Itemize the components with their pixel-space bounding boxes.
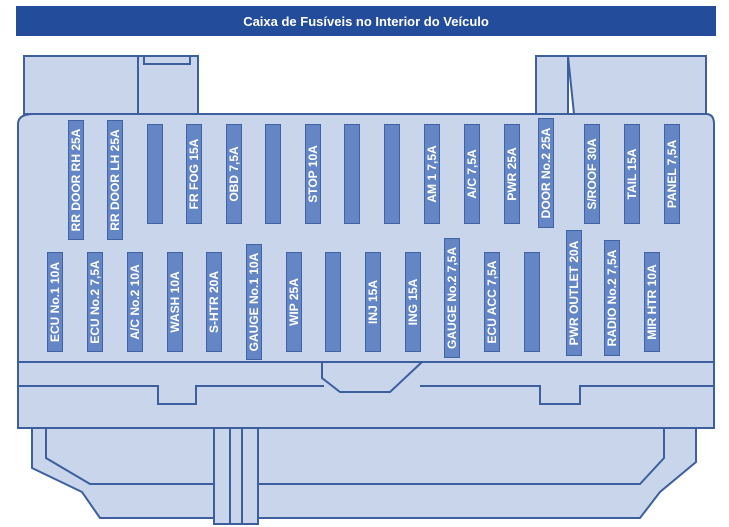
fuse-label: MIR HTR 10A bbox=[645, 264, 659, 340]
housing-bottom-connector bbox=[31, 427, 697, 519]
fuse-label: RADIO No.2 7,5A bbox=[605, 249, 619, 347]
housing-lower-ledge bbox=[18, 385, 714, 405]
fuse-label: TAIL 15A bbox=[625, 148, 639, 200]
fuse-label: ECU No.2 7,5A bbox=[88, 260, 102, 344]
fuse: S/ROOF 30A bbox=[584, 124, 600, 224]
fuse: ECU No.2 7,5A bbox=[87, 252, 103, 352]
spare-fuse-slot bbox=[147, 124, 163, 224]
housing-latch bbox=[213, 427, 259, 525]
fuse: PWR OUTLET 20A bbox=[566, 230, 582, 356]
housing-lower-rail bbox=[17, 361, 715, 429]
fuse-label: S-HTR 20A bbox=[207, 270, 221, 334]
fuse: A/C No.2 10A bbox=[127, 252, 143, 352]
fuse: WIP 25A bbox=[286, 252, 302, 352]
housing-center-cutout bbox=[321, 361, 423, 393]
fuse: WASH 10A bbox=[167, 252, 183, 352]
fuse-label: PWR 25A bbox=[505, 147, 519, 201]
housing-top-clip-notch bbox=[143, 55, 191, 65]
fuse-label: RR DOOR LH 25A bbox=[108, 129, 122, 231]
fuse-label: A/C 7,5A bbox=[465, 149, 479, 199]
fuse: GAUGE No.2 7,5A bbox=[444, 238, 460, 358]
fuse-label: S/ROOF 30A bbox=[585, 138, 599, 210]
fuse-label: RR DOOR RH 25A bbox=[69, 128, 83, 232]
fuse: TAIL 15A bbox=[624, 124, 640, 224]
fuse: AM 1 7,5A bbox=[424, 124, 440, 224]
spare-fuse-slot bbox=[384, 124, 400, 224]
fuse: ING 15A bbox=[405, 252, 421, 352]
fuse: RR DOOR LH 25A bbox=[107, 120, 123, 240]
fuse: FR FOG 15A bbox=[186, 124, 202, 224]
fuse: DOOR No.2 25A bbox=[538, 118, 554, 228]
fuse: S-HTR 20A bbox=[206, 252, 222, 352]
fuse-label: WASH 10A bbox=[168, 271, 182, 333]
fuse: RR DOOR RH 25A bbox=[68, 120, 84, 240]
fuse-label: GAUGE No.2 7,5A bbox=[445, 246, 459, 350]
fuse: A/C 7,5A bbox=[464, 124, 480, 224]
fuse: RADIO No.2 7,5A bbox=[604, 240, 620, 356]
diagram-title: Caixa de Fusíveis no Interior do Veículo bbox=[16, 6, 716, 36]
housing-top-right-clip bbox=[535, 55, 569, 115]
fuse: GAUGE No.1 10A bbox=[246, 244, 262, 360]
fuse-label: WIP 25A bbox=[287, 278, 301, 326]
spare-fuse-slot bbox=[524, 252, 540, 352]
fuse-label: DOOR No.2 25A bbox=[539, 127, 553, 219]
housing-top-right-tab bbox=[566, 55, 707, 115]
fuse: ECU ACC 7,5A bbox=[484, 252, 500, 352]
fuse-label: STOP 10A bbox=[306, 145, 320, 203]
housing-bottom-inner bbox=[45, 428, 665, 485]
fuse-label: ECU No.1 10A bbox=[48, 261, 62, 343]
fuse: INJ 15A bbox=[365, 252, 381, 352]
spare-fuse-slot bbox=[344, 124, 360, 224]
fuse: OBD 7,5A bbox=[226, 124, 242, 224]
fuse: MIR HTR 10A bbox=[644, 252, 660, 352]
fuse-label: A/C No.2 10A bbox=[128, 264, 142, 340]
fuse: ECU No.1 10A bbox=[47, 252, 63, 352]
fuse: PWR 25A bbox=[504, 124, 520, 224]
spare-fuse-slot bbox=[325, 252, 341, 352]
fuse-label: OBD 7,5A bbox=[227, 146, 241, 202]
fuse-label: FR FOG 15A bbox=[187, 138, 201, 210]
fuse: STOP 10A bbox=[305, 124, 321, 224]
fuse-label: PANEL 7,5A bbox=[665, 139, 679, 209]
fuse-label: GAUGE No.1 10A bbox=[247, 252, 261, 352]
housing-top-left-tab bbox=[23, 55, 139, 115]
fuse: PANEL 7,5A bbox=[664, 124, 680, 224]
fuse-label: PWR OUTLET 20A bbox=[567, 240, 581, 346]
fuse-label: ING 15A bbox=[406, 278, 420, 326]
fuse-label: ECU ACC 7,5A bbox=[485, 260, 499, 344]
fuse-label: INJ 15A bbox=[366, 279, 380, 325]
fuse-label: AM 1 7,5A bbox=[425, 145, 439, 203]
spare-fuse-slot bbox=[265, 124, 281, 224]
